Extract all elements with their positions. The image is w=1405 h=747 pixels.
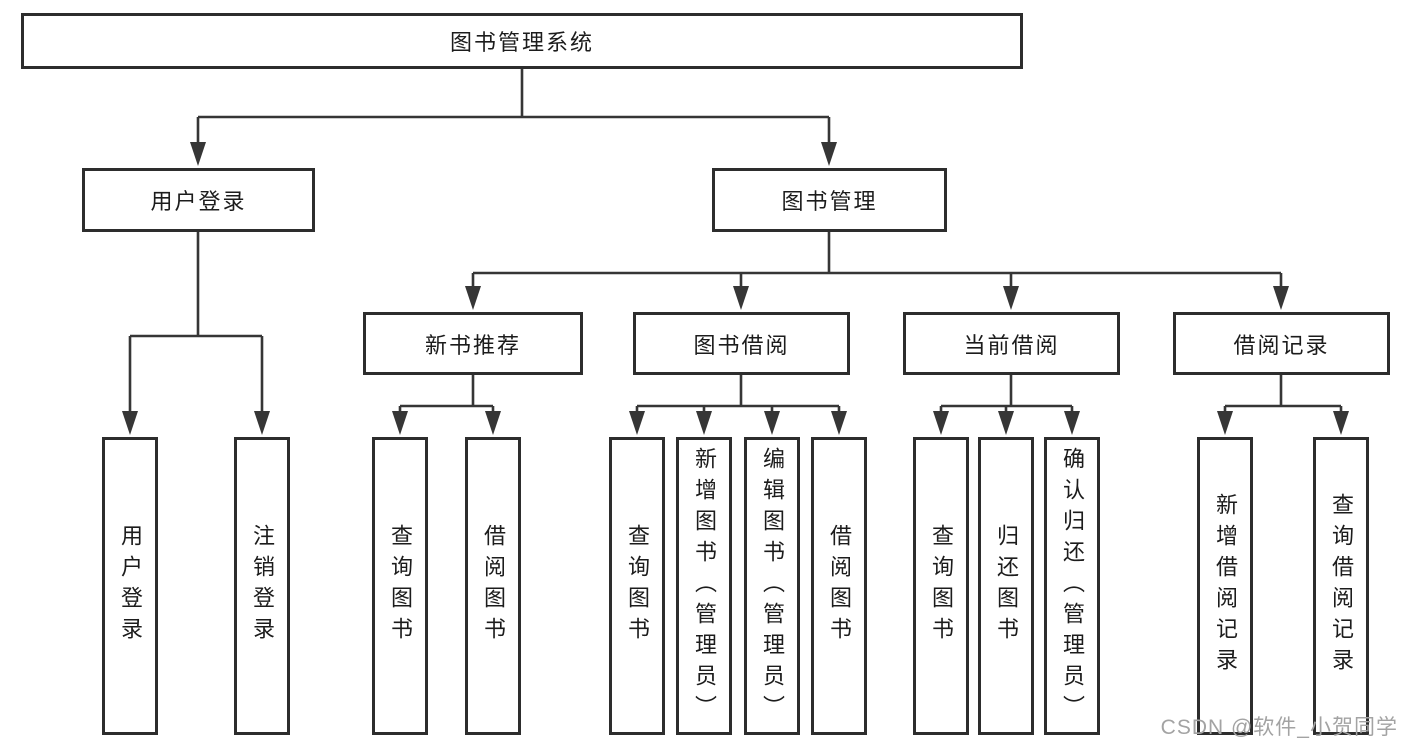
node-current-borrow-label: 当前借阅 [963,332,1060,358]
leaf-query-books-recommend-label: 查询图书 [388,524,413,648]
leaf-logout-login-label: 注销登录 [250,524,275,648]
leaf-query-books-borrow: 查询图书 [609,437,665,735]
leaf-borrow-books: 借阅图书 [811,437,867,735]
leaf-query-books-borrow-label: 查询图书 [625,524,650,648]
node-new-book-recommend-label: 新书推荐 [424,332,521,358]
leaf-add-borrow-record: 新增借阅记录 [1197,437,1253,735]
node-root-label: 图书管理系统 [449,30,594,55]
leaf-user-login-label: 用户登录 [118,524,143,648]
node-book-management-label: 图书管理 [781,189,878,214]
leaf-edit-books-admin: 编辑图书（管理员） [744,437,800,735]
node-book-management: 图书管理 [712,168,947,232]
leaf-return-books: 归还图书 [978,437,1034,735]
leaf-return-books-label: 归还图书 [994,524,1019,648]
node-book-borrow: 图书借阅 [633,312,850,375]
leaf-confirm-return-admin-label: 确认归还（管理员） [1060,446,1085,726]
leaf-query-borrow-record: 查询借阅记录 [1313,437,1369,735]
leaf-edit-books-admin-label: 编辑图书（管理员） [760,446,785,726]
node-user-login: 用户登录 [82,168,315,232]
node-user-login-label: 用户登录 [150,189,247,214]
leaf-confirm-return-admin: 确认归还（管理员） [1044,437,1100,735]
leaf-user-login: 用户登录 [102,437,158,735]
leaf-borrow-books-recommend: 借阅图书 [465,437,521,735]
node-new-book-recommend: 新书推荐 [363,312,583,375]
leaf-add-borrow-record-label: 新增借阅记录 [1213,493,1238,679]
node-current-borrow: 当前借阅 [903,312,1120,375]
node-root-system: 图书管理系统 [21,13,1023,69]
leaf-query-books-recommend: 查询图书 [372,437,428,735]
leaf-borrow-books-recommend-label: 借阅图书 [481,524,506,648]
leaf-add-books-admin: 新增图书（管理员） [676,437,732,735]
leaf-borrow-books-label: 借阅图书 [827,524,852,648]
node-book-borrow-label: 图书借阅 [693,332,790,358]
leaf-add-books-admin-label: 新增图书（管理员） [692,446,717,726]
leaf-query-borrow-record-label: 查询借阅记录 [1329,493,1354,679]
node-borrow-records-label: 借阅记录 [1233,332,1330,358]
watermark-text: CSDN @软件_小贺同学 [1160,716,1398,739]
leaf-query-books-current: 查询图书 [913,437,969,735]
node-borrow-records: 借阅记录 [1173,312,1390,375]
leaf-logout-login: 注销登录 [234,437,290,735]
leaf-query-books-current-label: 查询图书 [929,524,954,648]
